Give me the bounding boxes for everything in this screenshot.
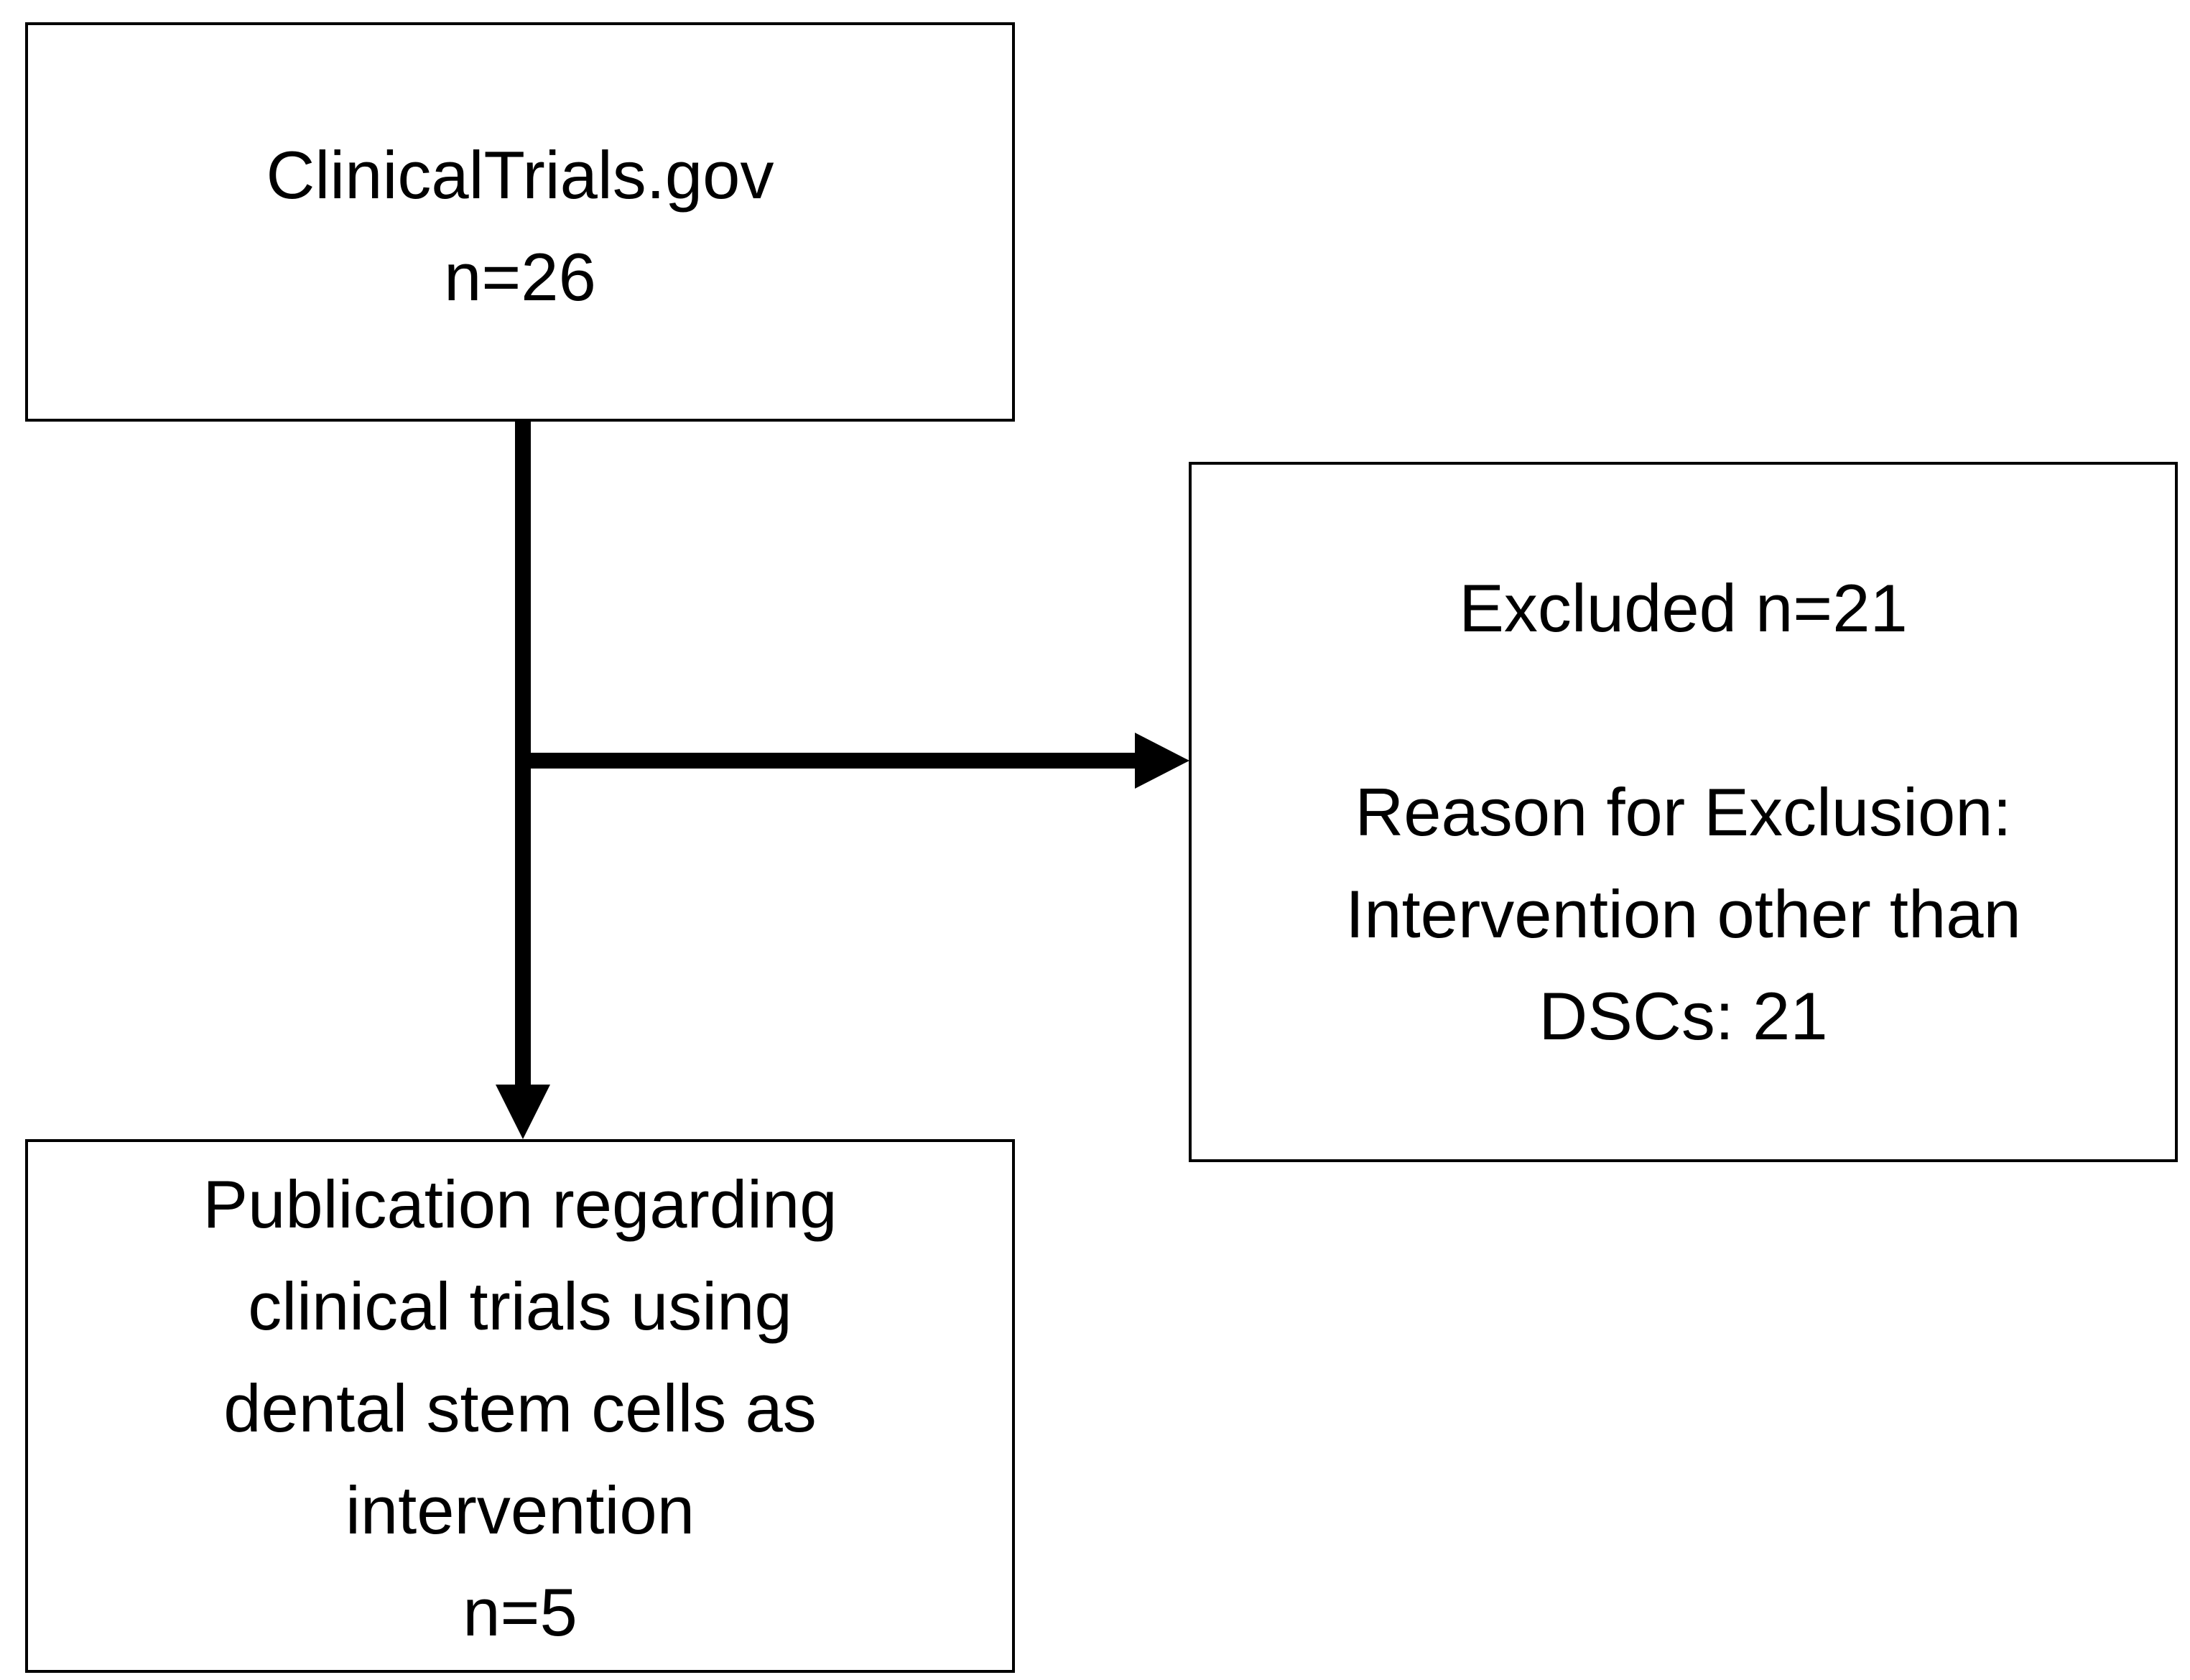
excluded-box: Excluded n=21 Reason for Exclusion: Inte… xyxy=(1189,462,2178,1162)
included-line-2: clinical trials using xyxy=(248,1268,792,1344)
exclusion-reason-title: Reason for Exclusion: xyxy=(1355,774,2012,850)
included-line-1: Publication regarding xyxy=(203,1166,838,1242)
source-count: n=26 xyxy=(444,239,596,315)
spacer xyxy=(1345,659,2021,761)
included-line-4: intervention xyxy=(345,1472,695,1548)
exclusion-reason-count: DSCs: 21 xyxy=(1539,978,1828,1054)
included-line-3: dental stem cells as xyxy=(223,1370,817,1446)
exclusion-reason-line: Intervention other than xyxy=(1345,876,2021,952)
included-box: Publication regarding clinical trials us… xyxy=(25,1139,1015,1673)
source-box: ClinicalTrials.gov n=26 xyxy=(25,22,1015,422)
excluded-heading: Excluded n=21 xyxy=(1459,570,1908,646)
right-arrowhead xyxy=(1135,733,1189,789)
down-arrowhead xyxy=(496,1085,550,1139)
included-count: n=5 xyxy=(463,1574,577,1650)
source-label: ClinicalTrials.gov xyxy=(266,137,774,213)
